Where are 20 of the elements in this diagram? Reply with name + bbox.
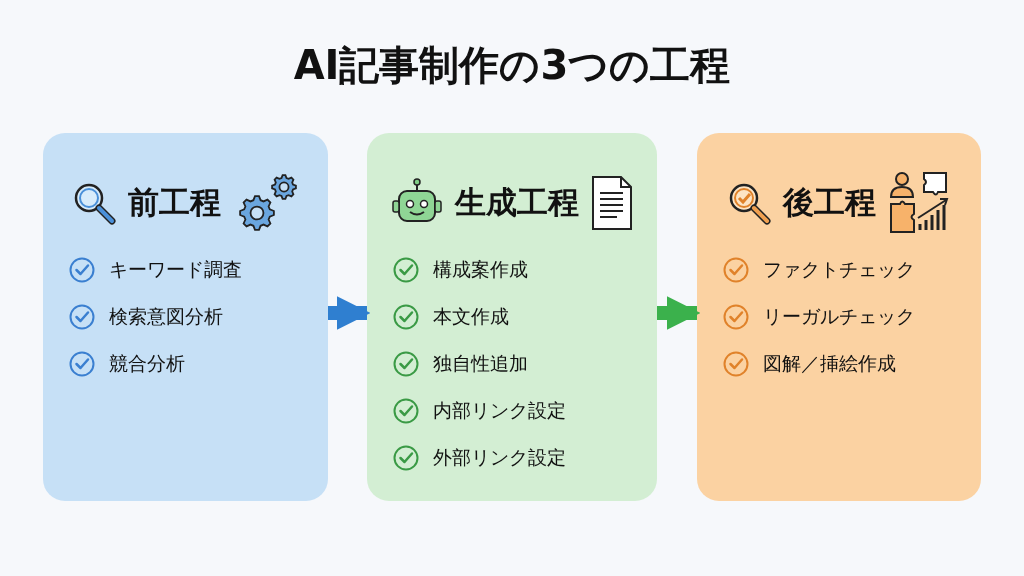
stage-panel [367,133,657,501]
checklist-item: キーワード調査 [109,257,242,282]
stage-panel [43,133,328,501]
checklist-item: 図解／挿絵作成 [763,351,896,376]
checklist-item: 外部リンク設定 [433,445,566,470]
stage-heading: 後工程 [782,183,876,222]
stage-heading: 生成工程 [455,183,579,222]
checklist-item: リーガルチェック [763,304,915,329]
stage-panel [697,133,981,501]
checklist-item: 独自性追加 [433,351,528,376]
checklist-item: 検索意図分析 [109,304,223,329]
arrow [328,296,371,330]
checklist-item: 内部リンク設定 [433,398,566,423]
stage-heading: 前工程 [128,183,221,222]
checklist-item: ファクトチェック [763,257,915,282]
checklist-item: 本文作成 [433,304,509,329]
checklist-item: 競合分析 [109,351,185,376]
arrow [657,296,701,330]
title: AI記事制作の3つの工程 [293,42,731,88]
checklist-item: 構成案作成 [433,257,528,282]
